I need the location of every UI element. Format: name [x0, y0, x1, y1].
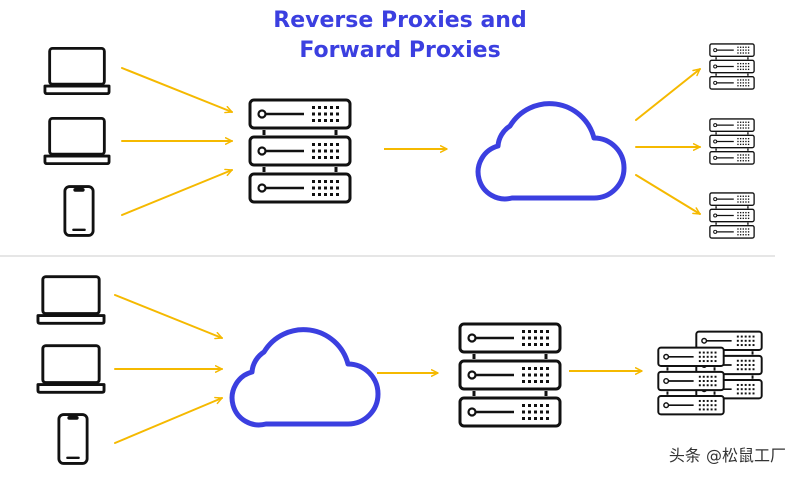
title-line-1: Reverse Proxies and: [273, 8, 527, 33]
phone-icon: [57, 413, 89, 465]
laptop-icon: [36, 275, 106, 325]
laptop-icon: [43, 46, 111, 96]
arrow: [114, 294, 223, 340]
proxy-server-icon: [250, 100, 350, 202]
arrow: [121, 67, 233, 114]
arrow: [635, 174, 701, 215]
top-diagram: [43, 44, 754, 238]
server-cluster-icon: [658, 332, 761, 415]
title-line-2: Forward Proxies: [299, 38, 501, 63]
cloud-icon: [232, 330, 378, 425]
arrow: [114, 396, 223, 444]
arrow: [635, 68, 701, 121]
cloud-icon: [478, 104, 624, 199]
proxy-server-icon: [460, 324, 560, 426]
arrow: [121, 168, 233, 216]
watermark-text: 头条 @松鼠工厂: [668, 446, 786, 465]
laptop-icon: [43, 116, 111, 166]
diagram-title: Reverse Proxies and Forward Proxies: [0, 6, 800, 66]
destination-server-icon: [710, 193, 754, 238]
destination-server-icon: [710, 44, 754, 89]
laptop-icon: [36, 344, 106, 394]
phone-icon: [63, 185, 95, 237]
destination-server-icon: [710, 119, 754, 164]
bottom-diagram: [36, 275, 762, 465]
